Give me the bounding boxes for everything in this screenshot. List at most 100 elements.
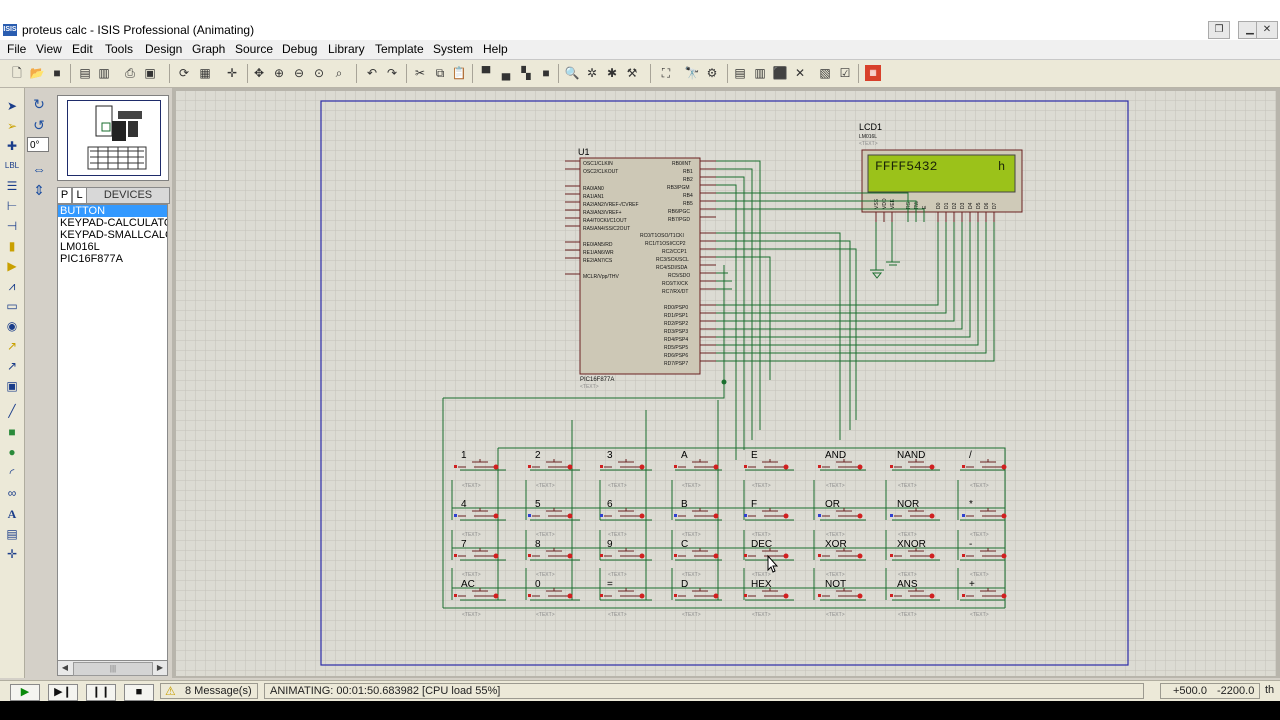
play-button[interactable]: ▶ (10, 684, 40, 701)
keypad-button[interactable]: NAND<TEXT> (890, 450, 935, 489)
menu-template[interactable]: Template (375, 42, 424, 56)
keypad-button[interactable]: +<TEXT> (962, 579, 1007, 618)
keypad-button[interactable]: 8<TEXT> (528, 539, 573, 578)
pause-button[interactable]: ❙❙ (86, 684, 116, 701)
keypad-button[interactable]: 6<TEXT> (600, 499, 645, 538)
decompose-icon[interactable]: ⚒ (626, 66, 638, 80)
keypad-button[interactable]: E<TEXT> (744, 450, 789, 489)
copy-icon[interactable]: ⧉ (435, 66, 445, 80)
keypad-button[interactable]: =<TEXT> (600, 579, 645, 618)
remove-sheet-icon[interactable]: ▥ (754, 66, 766, 80)
line-tool-icon[interactable]: ╱ (8, 404, 16, 418)
block-delete-icon[interactable]: ■ (542, 66, 550, 80)
undo-icon[interactable]: ↶ (366, 66, 378, 80)
menu-help[interactable]: Help (483, 42, 508, 56)
keypad-button[interactable]: XOR<TEXT> (818, 539, 863, 578)
save-icon[interactable]: ■ (53, 66, 61, 80)
arc-tool-icon[interactable]: ◜ (9, 466, 15, 480)
keypad-button[interactable]: /<TEXT> (962, 450, 1007, 489)
menu-file[interactable]: File (7, 42, 27, 56)
keypad-button[interactable]: -<TEXT> (962, 539, 1007, 578)
zoom-out-icon[interactable]: ⊖ (293, 66, 305, 80)
scroll-right-icon[interactable]: ▶ (156, 663, 164, 672)
block-move-icon[interactable]: ▄ (501, 66, 511, 80)
keypad-button[interactable]: F<TEXT> (744, 499, 789, 538)
pick-devices-button[interactable]: P (57, 187, 72, 204)
device-item[interactable]: KEYPAD-CALCULATOR (60, 217, 167, 229)
mirror-horizontal-icon[interactable]: ⇔ (32, 161, 46, 177)
close-button[interactable]: ✕ (1256, 21, 1278, 39)
terminals-icon[interactable]: ▮ (8, 239, 16, 253)
schematic-canvas[interactable]: U1 OSC1/CLKIN OSC2/CLKOUT RA0/AN0 RA1/AN… (176, 91, 1276, 676)
keypad-button[interactable]: 3<TEXT> (600, 450, 645, 489)
pan-icon[interactable]: ✥ (253, 66, 265, 80)
menu-debug[interactable]: Debug (282, 42, 318, 56)
menu-library[interactable]: Library (328, 42, 365, 56)
text-tool-icon[interactable]: A (7, 507, 17, 521)
scroll-left-icon[interactable]: ◀ (61, 663, 69, 672)
keypad-button[interactable]: HEX<TEXT> (744, 579, 789, 618)
menu-source[interactable]: Source (235, 42, 274, 56)
path-tool-icon[interactable]: ∞ (7, 486, 17, 500)
keypad-button[interactable]: DEC<TEXT> (744, 539, 789, 578)
netlist-icon[interactable]: ▧ (819, 66, 831, 80)
property-tool-icon[interactable]: ⚙ (706, 66, 718, 80)
keypad-button[interactable]: 2<TEXT> (528, 450, 573, 489)
packaging-tool-icon[interactable]: ✱ (606, 66, 618, 80)
overview-window[interactable] (57, 95, 169, 181)
keypad-button[interactable]: 4<TEXT> (454, 499, 499, 538)
keypad-button[interactable]: C<TEXT> (674, 539, 719, 578)
restore-button[interactable]: ❐ (1208, 21, 1230, 39)
zoom-in-icon[interactable]: ⊕ (273, 66, 285, 80)
device-item[interactable]: PIC16F877A (60, 253, 123, 265)
new-sheet-icon[interactable]: ▤ (734, 66, 746, 80)
mirror-vertical-icon[interactable]: ⇕ (33, 182, 45, 198)
selection-mode-icon[interactable]: ➤ (6, 99, 18, 113)
rotate-clockwise-icon[interactable]: ↻ (33, 96, 45, 112)
device-item[interactable]: KEYPAD-SMALLCALC (60, 229, 167, 241)
search-tag-icon[interactable]: 🔭 (684, 66, 700, 80)
buses-icon[interactable]: ⊢ (6, 199, 18, 213)
circle-tool-icon[interactable]: ● (8, 445, 16, 459)
exit-to-parent-icon[interactable]: ⬛ (772, 66, 788, 80)
open-folder-icon[interactable]: 📂 (29, 66, 45, 80)
rotation-angle-field[interactable]: 0° (27, 137, 49, 152)
messages-box[interactable]: ⚠ 8 Message(s) (160, 683, 258, 699)
tape-recorder-icon[interactable]: ▭ (6, 299, 18, 313)
keypad-button[interactable]: AC<TEXT> (454, 579, 499, 618)
device-pins-icon[interactable]: ▶ (7, 259, 17, 273)
junction-dot-icon[interactable]: ✚ (6, 139, 18, 153)
box-tool-icon[interactable]: ■ (8, 425, 16, 439)
keypad-button[interactable]: *<TEXT> (962, 499, 1007, 538)
block-copy-icon[interactable]: ▀ (481, 66, 491, 80)
library-manager-button[interactable]: L (72, 187, 87, 204)
block-rotate-icon[interactable]: ▚ (521, 66, 531, 80)
keypad-button[interactable]: 1<TEXT> (454, 450, 499, 489)
zoom-area-icon[interactable]: ⌕ (335, 66, 343, 80)
origin-icon[interactable]: ✛ (226, 66, 238, 80)
menu-tools[interactable]: Tools (105, 42, 134, 56)
redraw-icon[interactable]: ⟳ (178, 66, 190, 80)
pick-device-icon[interactable]: 🔍 (564, 66, 580, 80)
keypad-button[interactable]: B<TEXT> (674, 499, 719, 538)
generator-icon[interactable]: ◉ (6, 319, 18, 333)
symbol-tool-icon[interactable]: ▤ (6, 527, 18, 541)
keypad-button[interactable]: XNOR<TEXT> (890, 539, 935, 578)
marker-tool-icon[interactable]: ✛ (6, 547, 18, 561)
wire-autorouter-icon[interactable]: ⛶ (661, 66, 671, 80)
keypad-button[interactable]: 7<TEXT> (454, 539, 499, 578)
stop-button[interactable]: ■ (124, 684, 154, 701)
wire-label-icon[interactable]: LBL (4, 161, 20, 170)
new-file-icon[interactable]: 🗋 (12, 66, 22, 80)
export-icon[interactable]: ▥ (98, 66, 110, 80)
import-icon[interactable]: ▤ (79, 66, 91, 80)
keypad-button[interactable]: NOT<TEXT> (818, 579, 863, 618)
keypad-button[interactable]: ANS<TEXT> (890, 579, 935, 618)
graph-mode-icon[interactable]: ⩘ (8, 279, 16, 293)
current-probe-icon[interactable]: ↗ (6, 359, 18, 373)
keypad-button[interactable]: AND<TEXT> (818, 450, 863, 489)
grid-icon[interactable]: ▦ (199, 66, 211, 80)
print-area-icon[interactable]: ▣ (144, 66, 156, 80)
keypad-button[interactable]: NOR<TEXT> (890, 499, 935, 538)
electrical-check-icon[interactable]: ☑ (839, 66, 851, 80)
